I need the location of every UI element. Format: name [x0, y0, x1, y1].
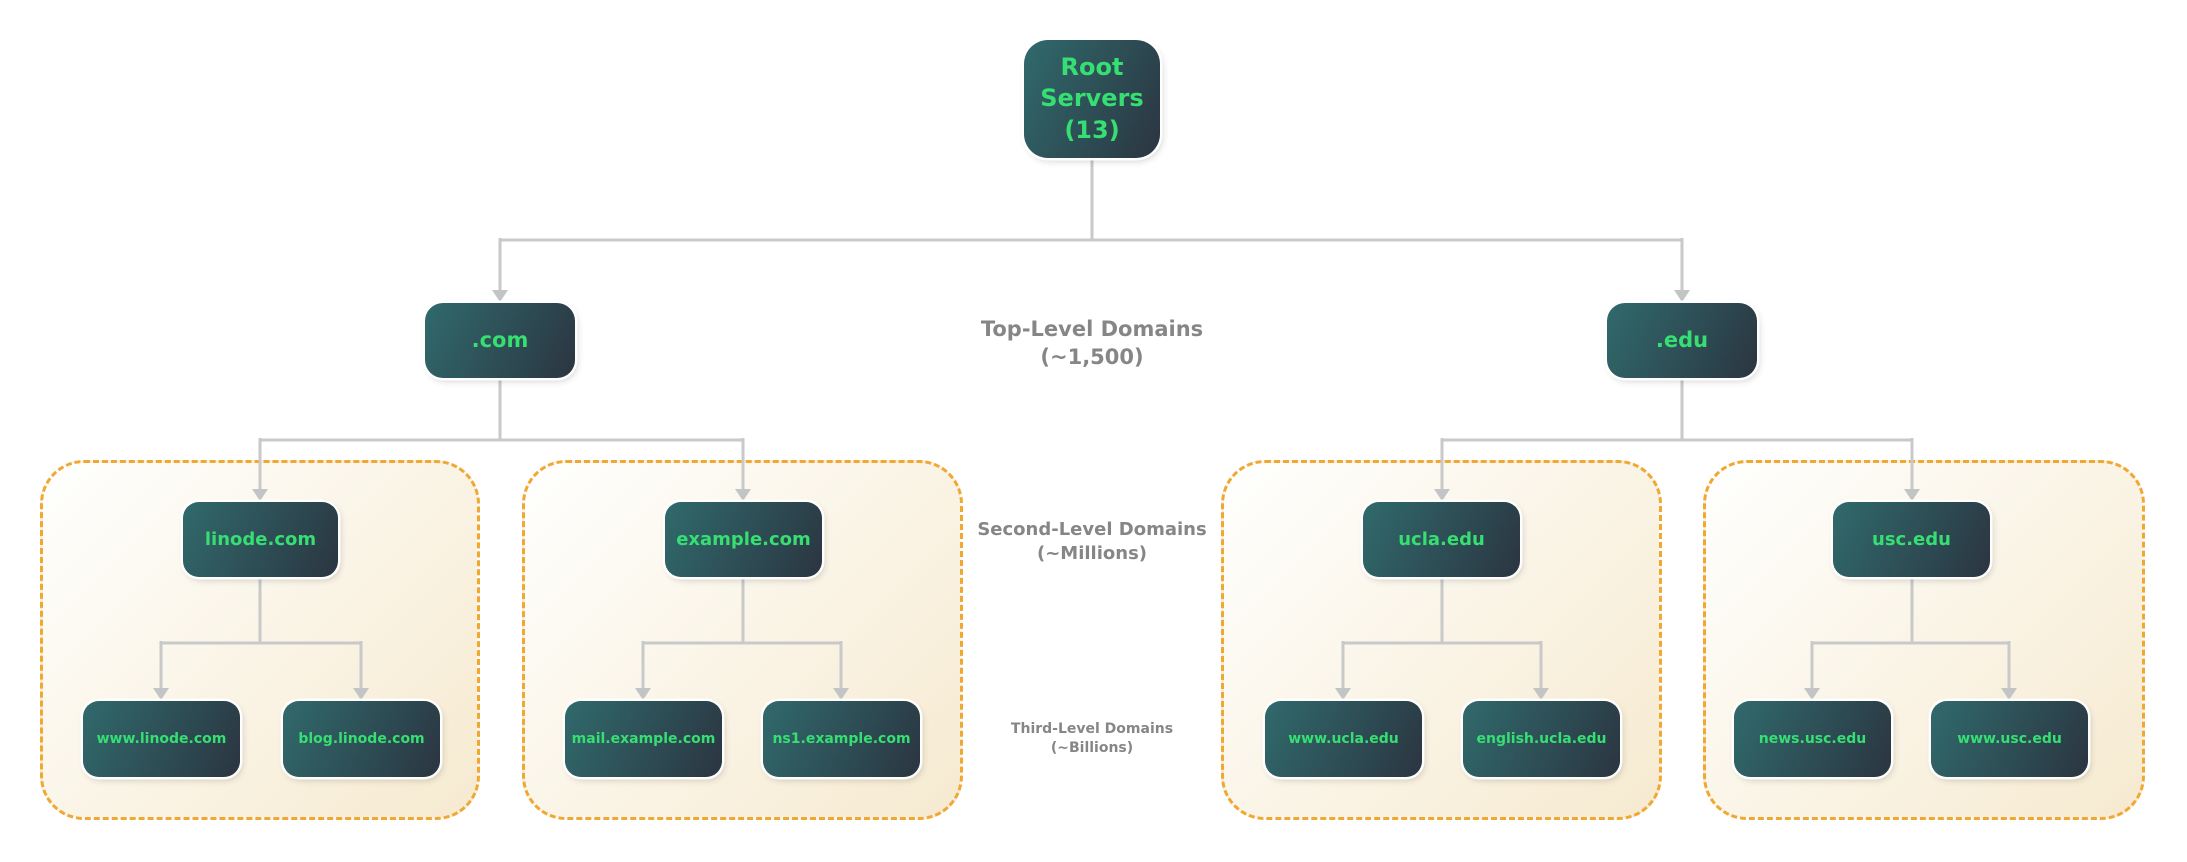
node-3rd-mail-example-com: mail.example.com	[565, 701, 722, 777]
arrow-down-icon	[1335, 688, 1351, 700]
node-root-servers: Root Servers (13)	[1024, 40, 1160, 158]
arrow-down-icon	[492, 290, 508, 302]
edge-root-to-tlds	[498, 158, 1684, 291]
node-3rd-news-usc-edu: news.usc.edu	[1734, 701, 1891, 777]
arrow-down-icon	[1804, 688, 1820, 700]
edge-linode-to-subs	[159, 577, 363, 689]
edge-example-to-subs	[641, 577, 843, 689]
level-label-second-level-domains: Second-Level Domains (~Millions)	[952, 518, 1232, 567]
edge-ucla-to-subs	[1341, 577, 1543, 689]
arrow-down-icon	[735, 489, 751, 501]
node-3rd-www-usc-edu: www.usc.edu	[1931, 701, 2088, 777]
node-sld-ucla-edu: ucla.edu	[1363, 502, 1520, 577]
level-label-title: Top-Level Domains	[980, 317, 1204, 341]
arrow-down-icon	[353, 688, 369, 700]
arrow-down-icon	[1434, 489, 1450, 501]
connector-arrowheads	[153, 290, 2017, 700]
node-3rd-www-ucla-edu: www.ucla.edu	[1265, 701, 1422, 777]
node-sld-example-com: example.com	[665, 502, 822, 577]
edge-edu-to-slds	[1440, 378, 1914, 490]
arrow-down-icon	[1904, 489, 1920, 501]
arrow-down-icon	[833, 688, 849, 700]
arrow-down-icon	[1674, 290, 1690, 302]
level-label-count: (~Billions)	[1050, 739, 1134, 756]
level-label-count: (~1,500)	[1040, 345, 1144, 370]
arrow-down-icon	[635, 688, 651, 700]
arrow-down-icon	[1533, 688, 1549, 700]
edge-usc-to-subs	[1810, 577, 2011, 689]
node-tld-com: .com	[425, 303, 575, 378]
level-label-count: (~Millions)	[1036, 543, 1148, 565]
edge-com-to-slds	[258, 378, 745, 490]
node-sld-linode-com: linode.com	[183, 502, 338, 577]
node-tld-edu: .edu	[1607, 303, 1757, 378]
node-3rd-blog-linode-com: blog.linode.com	[283, 701, 440, 777]
node-sld-usc-edu: usc.edu	[1833, 502, 1990, 577]
level-label-top-level-domains: Top-Level Domains (~1,500)	[892, 315, 1292, 372]
tree-edges	[159, 158, 2011, 689]
node-3rd-ns1-example-com: ns1.example.com	[763, 701, 920, 777]
level-label-title: Second-Level Domains	[977, 519, 1207, 540]
arrow-down-icon	[2001, 688, 2017, 700]
node-3rd-www-linode-com: www.linode.com	[83, 701, 240, 777]
level-label-third-level-domains: Third-Level Domains (~Billions)	[952, 720, 1232, 758]
node-3rd-english-ucla-edu: english.ucla.edu	[1463, 701, 1620, 777]
arrow-down-icon	[252, 489, 268, 501]
level-label-title: Third-Level Domains	[1010, 721, 1174, 737]
arrow-down-icon	[153, 688, 169, 700]
